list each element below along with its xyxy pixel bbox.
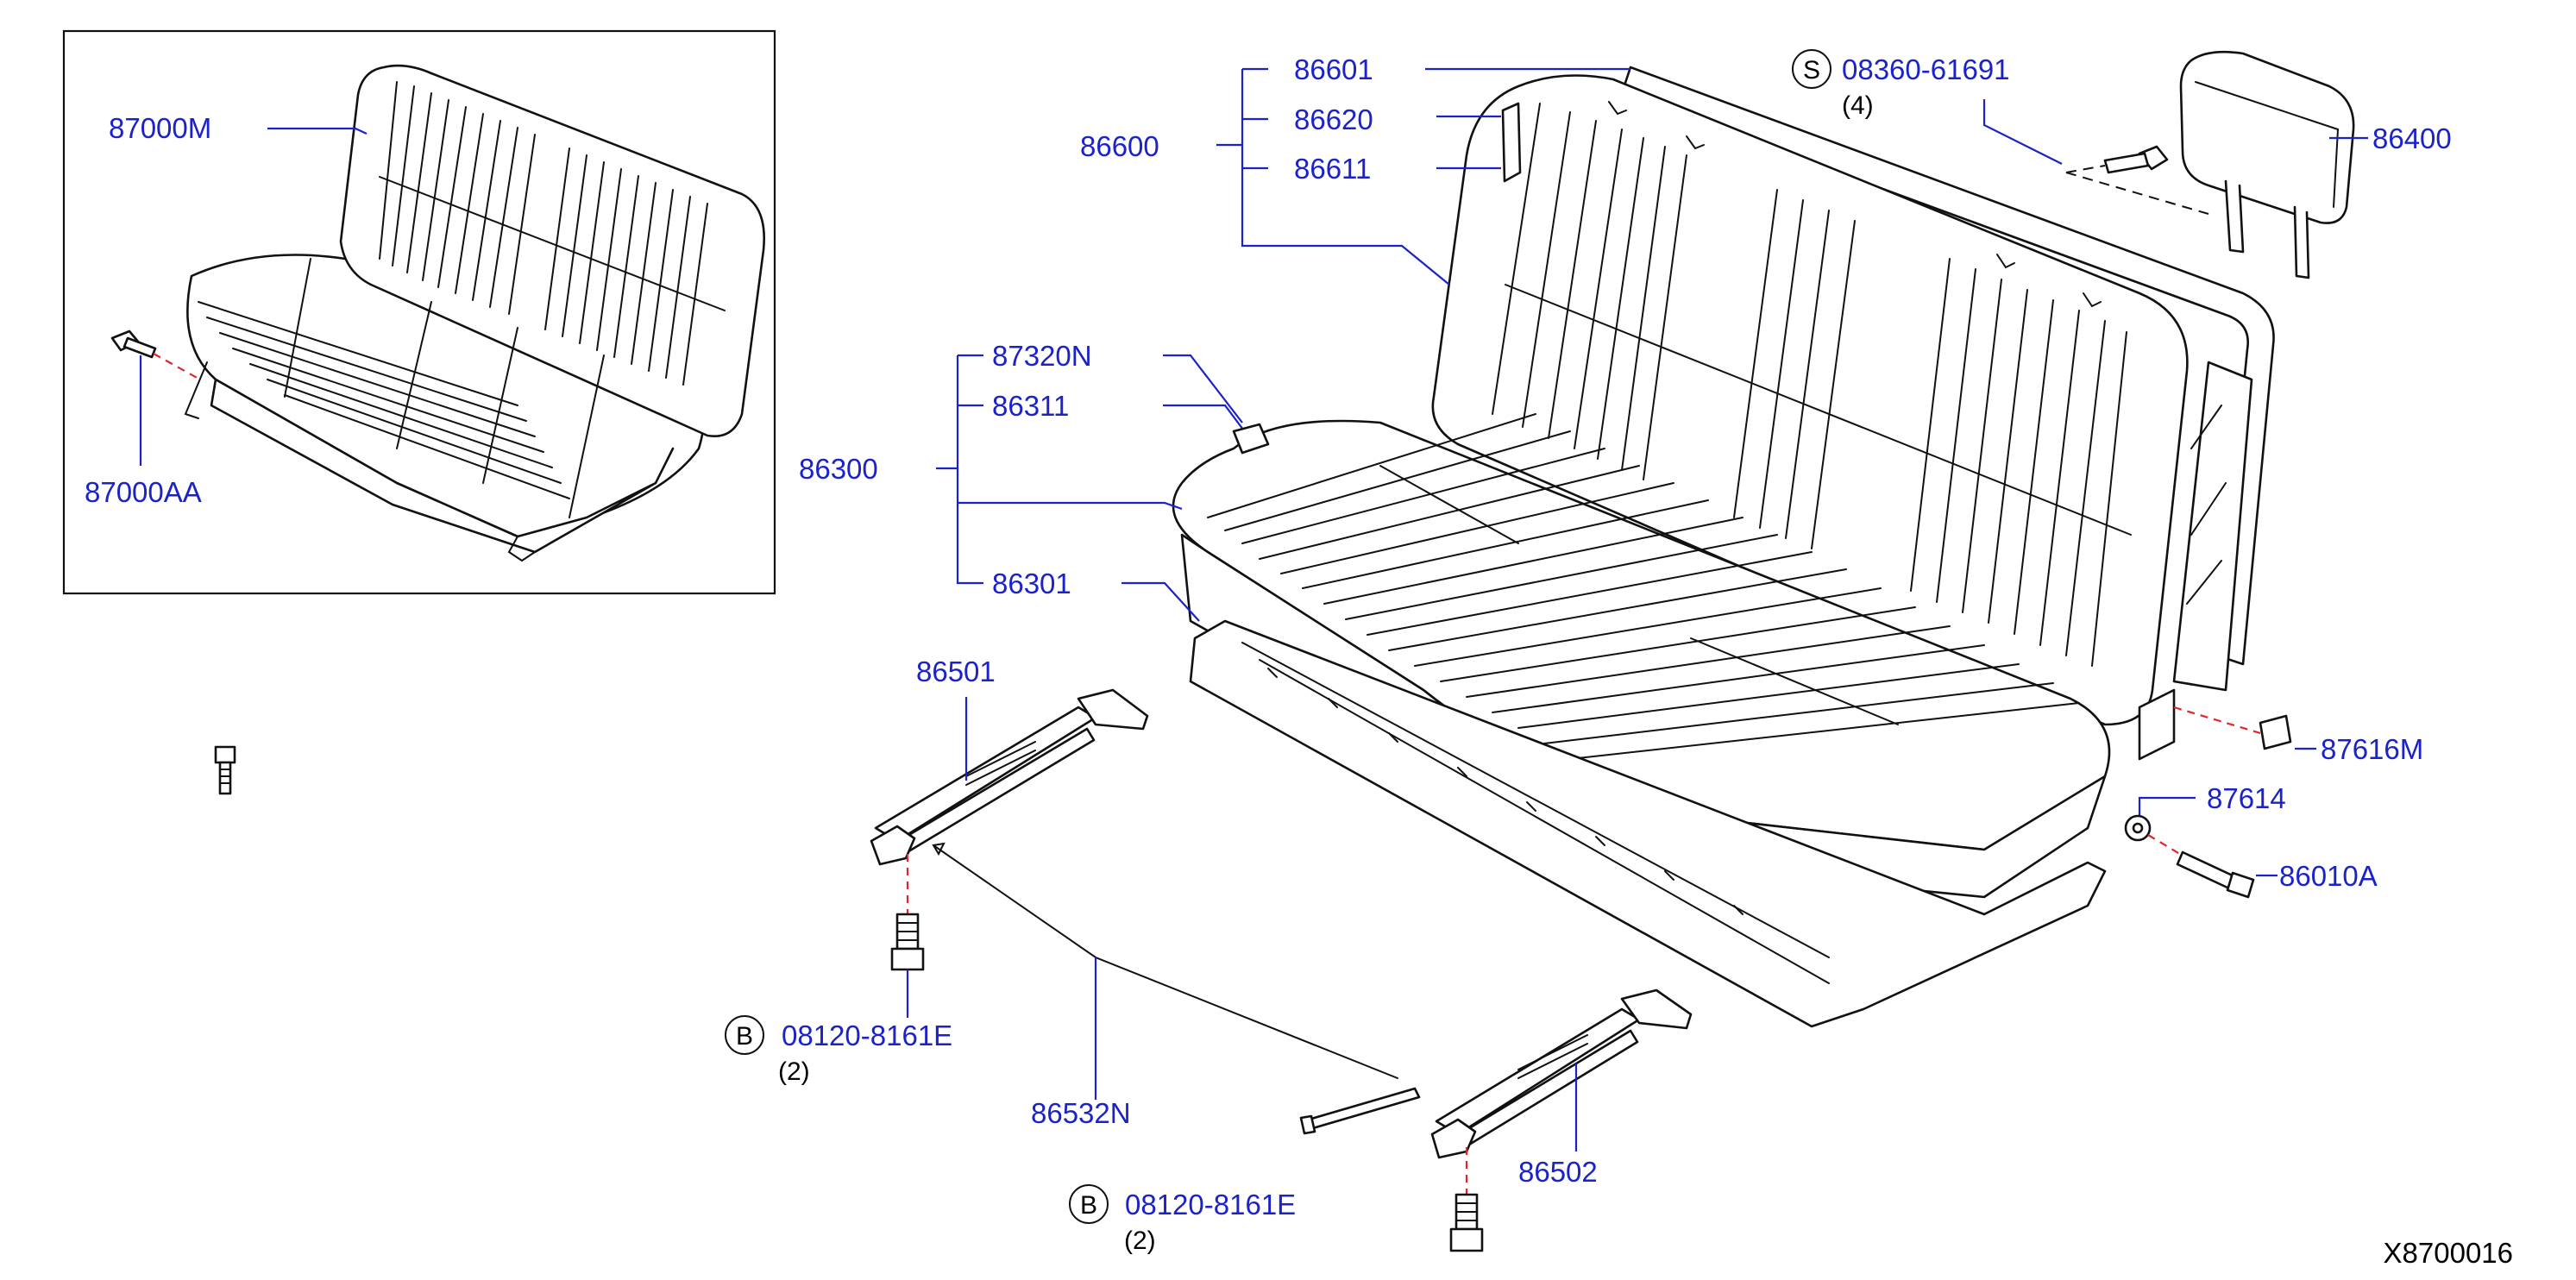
- washer-icon: [2124, 814, 2152, 842]
- label-86502: 86502: [1518, 1156, 1598, 1188]
- label-bolt-right-qty: (2): [1124, 1227, 1156, 1255]
- inset-bolt-icon: [110, 329, 157, 359]
- label-86501: 86501: [916, 656, 996, 687]
- label-87000AA: 87000AA: [85, 476, 202, 508]
- loose-bolt-icon: [214, 745, 236, 795]
- label-86010A: 86010A: [2279, 860, 2378, 892]
- screw-icon: [2103, 145, 2169, 174]
- label-87000M: 87000M: [109, 112, 211, 144]
- bolt-right-symbol: B: [1080, 1191, 1097, 1220]
- label-86311: 86311: [992, 390, 1069, 422]
- frame-pad-icon: [1501, 102, 1522, 183]
- slide-rail-right-icon: [1430, 988, 1693, 1159]
- label-87320N: 87320N: [992, 340, 1092, 372]
- label-screw-qty: (4): [1842, 91, 1874, 120]
- bolt-left-symbol: B: [736, 1022, 753, 1051]
- label-86532N: 86532N: [1031, 1097, 1131, 1129]
- side-bolt-icon: [2176, 850, 2255, 899]
- inset-frame: [62, 29, 776, 595]
- label-08120-8161E-right: 08120-8161E: [1125, 1189, 1296, 1220]
- inset-seat-assembly-illustration: [110, 64, 765, 562]
- label-08360-61691: 08360-61691: [1842, 53, 2010, 85]
- label-86601: 86601: [1294, 53, 1373, 85]
- bolt-left-icon: [890, 913, 925, 971]
- screw-symbol-circle: [1792, 49, 1831, 89]
- label-08120-8161E-left: 08120-8161E: [782, 1020, 952, 1051]
- label-bolt-left-qty: (2): [778, 1057, 810, 1086]
- bolt-right-symbol-circle: [1069, 1184, 1109, 1224]
- slide-link-icon: [932, 842, 1421, 1135]
- headrest-icon: [2179, 50, 2355, 279]
- label-86300: 86300: [799, 453, 878, 485]
- diagram-reference: X8700016: [2384, 1237, 2513, 1269]
- label-86611: 86611: [1294, 153, 1371, 185]
- label-86400: 86400: [2372, 122, 2452, 154]
- bolt-left-symbol-circle: [725, 1015, 764, 1055]
- bolt-right-icon: [1449, 1193, 1484, 1252]
- cushion-cover-icon: [1232, 423, 1270, 455]
- label-87614: 87614: [2207, 782, 2286, 814]
- rear-seat-main-illustration: [1172, 66, 2292, 1028]
- label-86301: 86301: [992, 568, 1071, 599]
- label-86600: 86600: [1080, 130, 1159, 162]
- bracket-87616M-icon: [2259, 714, 2292, 750]
- label-86620: 86620: [1294, 104, 1373, 135]
- slide-rail-left-icon: [870, 688, 1149, 866]
- screw-symbol: S: [1803, 56, 1820, 85]
- label-87616M: 87616M: [2321, 733, 2423, 765]
